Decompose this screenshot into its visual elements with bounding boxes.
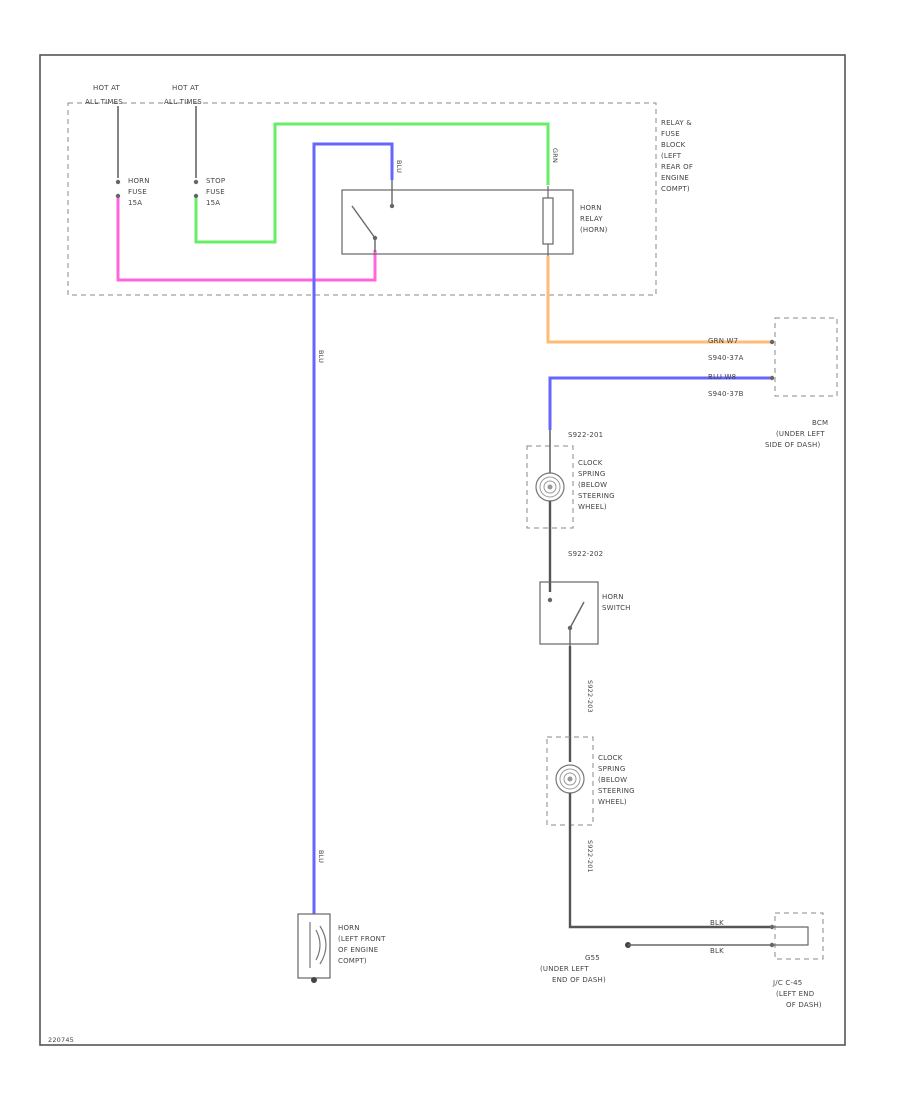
jc-wire-label-2: BLK [710, 947, 724, 955]
blue-wire-horn-feed [312, 142, 394, 915]
orange-wire [546, 256, 770, 344]
svg-text:WHEEL): WHEEL) [598, 798, 627, 806]
horn-switch-box [539, 581, 599, 645]
horn-switch-label-2: SWITCH [602, 604, 631, 612]
horn-icon [297, 913, 331, 983]
svg-text:WHEEL): WHEEL) [578, 503, 607, 511]
horn-relay-coil [542, 186, 554, 256]
horn-label: HORN (LEFT FRONT OF ENGINE COMPT) [338, 924, 386, 965]
svg-text:FUSE: FUSE [206, 188, 225, 196]
svg-text:BLOCK: BLOCK [661, 141, 686, 149]
svg-text:(UNDER LEFT: (UNDER LEFT [776, 430, 825, 438]
hot-at-label-2b: ALL TIMES [164, 98, 202, 106]
jc-wire-label-1: BLK [710, 919, 724, 927]
clock-spring-1-connector: S922-201 [568, 431, 603, 439]
horn-switch-connector: S922-202 [568, 550, 603, 558]
svg-text:CLOCK: CLOCK [578, 459, 603, 467]
horn-fuse: HORN FUSE 15A [115, 177, 150, 207]
green-wire [194, 122, 550, 244]
svg-text:J/C C-45: J/C C-45 [772, 979, 802, 987]
svg-text:GRN W7: GRN W7 [708, 337, 738, 345]
svg-text:(LEFT FRONT: (LEFT FRONT [338, 935, 386, 943]
horn-switch-contact [547, 597, 585, 646]
svg-text:COMPT): COMPT) [338, 957, 367, 965]
diagram-frame [39, 54, 846, 1046]
bcm-label: BCM (UNDER LEFT SIDE OF DASH) [765, 419, 828, 449]
magenta-wire [116, 198, 377, 282]
jc-label: J/C C-45 (LEFT END OF DASH) [772, 979, 822, 1009]
green-wire-label: GRN [551, 148, 559, 163]
horn-relay-label-2: RELAY [580, 215, 603, 223]
svg-text:(BELOW: (BELOW [578, 481, 607, 489]
svg-text:SIDE OF DASH): SIDE OF DASH) [765, 441, 820, 449]
hot-at-label-1b: ALL TIMES [85, 98, 123, 106]
wire-label-s922-201: S922-201 [586, 840, 594, 873]
svg-text:15A: 15A [128, 199, 142, 207]
blue-wire-label-1: BLU [395, 160, 403, 173]
ground-label: G55 (UNDER LEFT END OF DASH) [540, 954, 606, 984]
bcm-outline [774, 317, 838, 397]
blue-wire-bcm [548, 376, 770, 430]
footer-code: 220745 [48, 1036, 74, 1044]
clock-spring-1-label: CLOCK SPRING (BELOW STEERING WHEEL) [578, 459, 615, 511]
svg-text:G55: G55 [585, 954, 600, 962]
svg-text:STOP: STOP [206, 177, 225, 185]
clock-spring-1-icon [535, 472, 565, 502]
ground-g55 [625, 942, 770, 948]
svg-text:RELAY &: RELAY & [661, 119, 692, 127]
hot-at-label-2: HOT AT [172, 84, 200, 92]
svg-text:BCM: BCM [812, 419, 828, 427]
svg-text:SPRING: SPRING [578, 470, 605, 478]
svg-text:HORN: HORN [338, 924, 360, 932]
clock-spring-2-icon [555, 764, 585, 794]
svg-text:S940-37A: S940-37A [708, 354, 744, 362]
hot-at-label-1: HOT AT [93, 84, 121, 92]
svg-text:FUSE: FUSE [128, 188, 147, 196]
stop-fuse: STOP FUSE 15A [193, 177, 225, 207]
horn-relay-label-3: (HORN) [580, 226, 608, 234]
svg-text:S940-37B: S940-37B [708, 390, 744, 398]
jc-outline [774, 912, 824, 960]
svg-text:(UNDER LEFT: (UNDER LEFT [540, 965, 589, 973]
wire-cs2-to-jc [568, 793, 770, 929]
bcm-connector-labels: GRN W7 S940-37A BLU W8 S940-37B [708, 337, 744, 398]
relay-block-label: RELAY & FUSE BLOCK (LEFT REAR OF ENGINE … [661, 119, 693, 193]
svg-text:(LEFT END: (LEFT END [776, 990, 814, 998]
svg-text:OF ENGINE: OF ENGINE [338, 946, 378, 954]
horn-relay-switch [351, 180, 395, 252]
svg-text:SPRING: SPRING [598, 765, 625, 773]
svg-text:ENGINE: ENGINE [661, 174, 689, 182]
blue-wire-label-3: BLU [317, 850, 325, 863]
blue-wire-label-2: BLU [317, 350, 325, 363]
svg-text:FUSE: FUSE [661, 130, 680, 138]
jc-contacts [769, 924, 809, 948]
svg-text:COMPT): COMPT) [661, 185, 690, 193]
svg-text:15A: 15A [206, 199, 220, 207]
svg-text:(BELOW: (BELOW [598, 776, 627, 784]
svg-text:(LEFT: (LEFT [661, 152, 682, 160]
svg-text:STEERING: STEERING [578, 492, 615, 500]
svg-text:REAR OF: REAR OF [661, 163, 693, 171]
svg-text:BLU W8: BLU W8 [708, 373, 736, 381]
svg-text:HORN: HORN [128, 177, 150, 185]
relay-fuse-block-outline [67, 102, 657, 296]
svg-text:CLOCK: CLOCK [598, 754, 623, 762]
clock-spring-2-label: CLOCK SPRING (BELOW STEERING WHEEL) [598, 754, 635, 806]
horn-switch-label-1: HORN [602, 593, 624, 601]
svg-text:END OF DASH): END OF DASH) [552, 976, 606, 984]
horn-relay-label-1: HORN [580, 204, 602, 212]
svg-text:STEERING: STEERING [598, 787, 635, 795]
horn-relay-box [341, 189, 574, 255]
wire-label-s922-203: S922-203 [586, 680, 594, 713]
svg-text:OF DASH): OF DASH) [786, 1001, 822, 1009]
